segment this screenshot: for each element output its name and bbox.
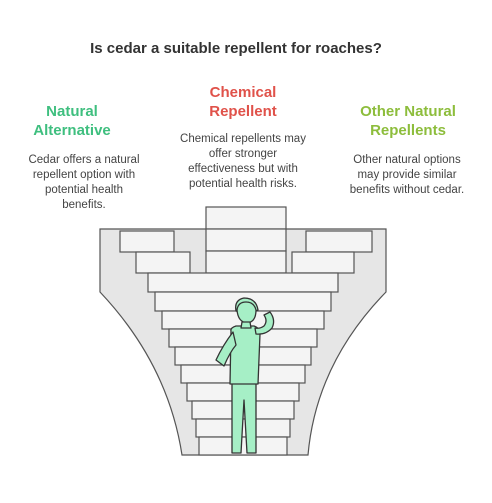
person-torso [229, 325, 261, 385]
chemical-repellent-description: Chemical repellents may offer stronger e… [174, 132, 312, 192]
natural-alternative-heading-line: Alternative [33, 122, 111, 139]
person-left-arm [215, 331, 237, 367]
thinking-person [215, 297, 275, 454]
description-line: offer stronger [208, 148, 278, 160]
person-legs [231, 382, 257, 454]
funnel-step [147, 272, 339, 293]
natural-alternative-heading-line: Natural [46, 103, 98, 120]
right-stairs [291, 230, 373, 274]
left-stairs [119, 230, 191, 274]
left-step [119, 230, 175, 253]
description-line: effectiveness but with [188, 163, 298, 175]
other-natural-repellents-description: Other natural options may provide simila… [338, 153, 476, 198]
tower-step [205, 206, 287, 230]
description-line: benefits. [62, 199, 106, 211]
tower-step [205, 228, 287, 252]
tower-step [205, 250, 287, 274]
person-neck [240, 321, 252, 329]
diagram-title: Is cedar a suitable repellent for roache… [90, 40, 382, 57]
funnel-step [198, 436, 288, 456]
natural-alternative-heading: Natural Alternative [14, 102, 130, 140]
center-tower [205, 206, 287, 274]
description-line: Chemical repellents may [180, 133, 306, 145]
description-line: may provide similar [357, 169, 457, 181]
chemical-repellent-heading: Chemical Repellent [185, 83, 301, 121]
chemical-repellent-heading-line: Repellent [209, 103, 277, 120]
description-line: Cedar offers a natural [28, 154, 140, 166]
right-step [291, 251, 355, 274]
left-step [135, 251, 191, 274]
person-right-arm-raised [254, 311, 275, 335]
person-head [236, 301, 257, 324]
description-line: Other natural options [353, 154, 461, 166]
description-line: repellent option with [32, 169, 136, 181]
other-natural-repellents-heading: Other Natural Repellents [344, 102, 472, 140]
description-line: potential health [44, 184, 123, 196]
description-line: potential health risks. [188, 178, 298, 190]
natural-alternative-description: Cedar offers a natural repellent option … [18, 153, 150, 213]
description-line: benefits without cedar. [349, 184, 465, 196]
other-natural-repellents-heading-line: Other Natural [360, 103, 456, 120]
funnel-stairs [147, 272, 339, 456]
right-step [305, 230, 373, 253]
chemical-repellent-heading-line: Chemical [209, 84, 277, 101]
other-natural-repellents-heading-line: Repellents [370, 122, 446, 139]
